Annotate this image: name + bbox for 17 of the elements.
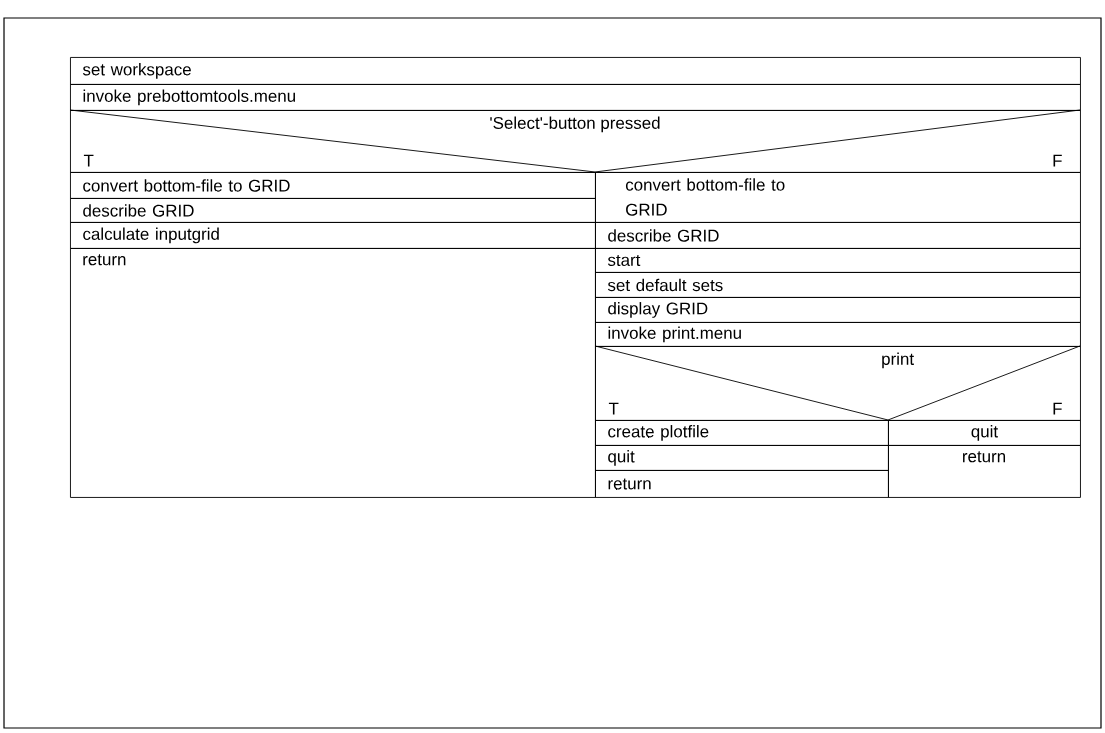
step-cell: calculate inputgrid bbox=[70, 222, 596, 249]
step-cell: invoke prebottomtools.menu bbox=[70, 84, 1081, 111]
step-cell: start bbox=[595, 248, 1081, 273]
step-cell: return bbox=[70, 248, 596, 498]
step-cell: return bbox=[888, 445, 1081, 498]
step-cell: convert bottom-file to GRID bbox=[70, 172, 596, 199]
step-cell: quit bbox=[595, 445, 889, 471]
step-cell: quit bbox=[888, 420, 1081, 446]
step-cell: display GRID bbox=[595, 297, 1081, 323]
step-cell: set default sets bbox=[595, 272, 1081, 298]
step-cell: describe GRID bbox=[70, 198, 596, 223]
step-cell: create plotfile bbox=[595, 420, 889, 446]
step-cell: set workspace bbox=[70, 57, 1081, 85]
step-cell: return bbox=[595, 470, 889, 498]
step-cell: invoke print.menu bbox=[595, 322, 1081, 347]
decision-cell: 'Select'-button pressed T F bbox=[69, 109, 1081, 173]
step-cell: describe GRID bbox=[595, 222, 1081, 249]
